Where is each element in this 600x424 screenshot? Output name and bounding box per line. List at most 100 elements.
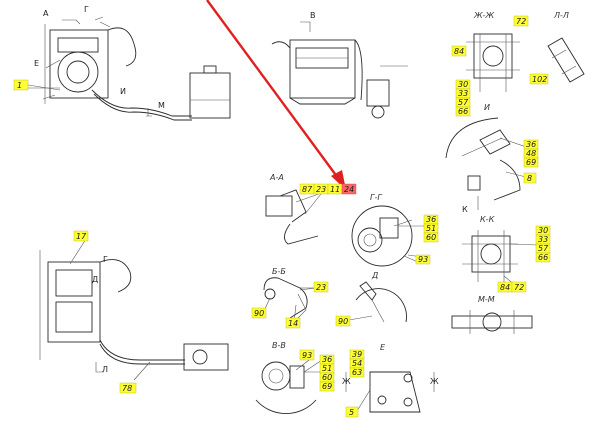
tag-90b: 90 <box>335 315 351 327</box>
tag-number: 60 <box>322 373 332 382</box>
tag-39: 39 <box>349 349 365 360</box>
tag-number: 57 <box>538 244 549 253</box>
tag-63: 63 <box>349 367 365 378</box>
tag-number: 48 <box>526 149 536 158</box>
tag-66a: 66 <box>455 106 471 117</box>
tag-number: 24 <box>344 185 354 194</box>
tag-60a: 60 <box>423 232 439 243</box>
section-d: Д <box>355 271 407 323</box>
tag-number: 23 <box>316 283 326 292</box>
tag-number: 102 <box>532 75 547 84</box>
tag-box <box>513 15 529 27</box>
tag-number: 87 <box>302 185 313 194</box>
tag-number: 33 <box>538 235 548 244</box>
tag-box <box>335 315 351 327</box>
tag-number: 93 <box>302 351 312 360</box>
tag-24: 24 <box>341 183 357 195</box>
view-mark-g2: Г <box>103 255 108 264</box>
tag-number: 84 <box>500 283 510 292</box>
tag-number: 69 <box>322 382 332 391</box>
tag-number: 69 <box>526 158 536 167</box>
tag-box <box>349 367 365 378</box>
tag-57a: 57 <box>455 97 471 108</box>
tag-box <box>529 73 549 85</box>
section-label-e: Е <box>380 343 386 352</box>
tag-36a: 36 <box>423 214 439 225</box>
tag-30a: 30 <box>455 79 471 90</box>
tag-box <box>13 79 29 91</box>
section-v-v: В-В <box>255 341 322 414</box>
tag-23b: 23 <box>313 281 329 293</box>
tag-box <box>511 281 527 293</box>
tag-box <box>523 172 537 184</box>
tag-box <box>299 349 315 361</box>
section-a-a: А-А <box>265 173 331 245</box>
view-mark-zh2: Ж <box>430 377 439 386</box>
section-i: И К <box>445 103 521 214</box>
tag-number: 33 <box>458 89 468 98</box>
section-e: Е Ж Ж <box>342 343 439 413</box>
tag-box <box>73 230 89 242</box>
tag-87: 87 <box>299 183 315 195</box>
tag-72b: 72 <box>511 281 527 293</box>
section-label-b-b: Б-Б <box>272 267 286 276</box>
tag-93a: 93 <box>415 254 431 265</box>
tag-number: 51 <box>322 364 332 373</box>
section-label-zh-zh: Ж-Ж <box>473 11 495 20</box>
tag-number: 8 <box>527 174 532 183</box>
tag-box <box>341 183 357 195</box>
tag-102: 102 <box>529 73 549 85</box>
tag-number: 66 <box>538 253 548 262</box>
tag-30b: 30 <box>535 225 551 236</box>
tag-33a: 33 <box>455 88 471 99</box>
tag-box <box>345 406 359 418</box>
tag-number: 36 <box>526 140 536 149</box>
tag-57b: 57 <box>535 243 551 254</box>
tag-number: 14 <box>288 319 298 328</box>
section-k-k: К-К <box>462 215 518 282</box>
tag-78: 78 <box>119 382 137 394</box>
engine-view-bottom-left: Г Д Л <box>39 250 229 374</box>
tag-69c: 69 <box>523 157 539 168</box>
tag-8: 8 <box>523 172 537 184</box>
section-label-v-v: В-В <box>272 341 286 350</box>
view-mark-l: Л <box>102 365 108 374</box>
tag-number: 23 <box>316 185 326 194</box>
tag-number: 78 <box>122 384 132 393</box>
tag-number: 39 <box>352 350 362 359</box>
tag-number: 11 <box>330 185 340 194</box>
tag-number: 63 <box>352 368 362 377</box>
view-mark-k: К <box>462 205 468 214</box>
section-label-k-k: К-К <box>480 215 495 224</box>
tag-1: 1 <box>13 79 29 91</box>
tag-51b: 51 <box>319 363 335 374</box>
tag-33b: 33 <box>535 234 551 245</box>
tag-number: 36 <box>426 215 436 224</box>
tag-17: 17 <box>73 230 89 242</box>
leader-lines <box>27 84 539 412</box>
tag-84a: 84 <box>451 45 467 57</box>
engine-view-top-left: А Г Е И М <box>14 5 231 121</box>
section-label-g-g: Г-Г <box>370 193 382 202</box>
tag-number: 17 <box>76 232 87 241</box>
tag-number: 93 <box>418 255 428 264</box>
tag-66b: 66 <box>535 252 551 263</box>
view-mark-zh: Ж <box>342 377 351 386</box>
tag-72a: 72 <box>513 15 529 27</box>
tag-box <box>119 382 137 394</box>
section-l-l: Л-Л <box>547 11 585 83</box>
view-mark-a: А <box>43 9 49 18</box>
section-label-a-a: А-А <box>269 173 284 182</box>
pointer-arrow <box>206 0 346 190</box>
tag-number: 1 <box>17 81 22 90</box>
tag-box <box>319 381 335 392</box>
tag-number: 30 <box>538 226 548 235</box>
tag-90a: 90 <box>251 307 267 319</box>
tag-11: 11 <box>327 183 343 195</box>
tag-93b: 93 <box>299 349 315 361</box>
tag-number: 72 <box>516 17 526 26</box>
section-label-i: И <box>484 103 490 112</box>
tag-number: 5 <box>349 408 354 417</box>
tag-number: 30 <box>458 80 468 89</box>
